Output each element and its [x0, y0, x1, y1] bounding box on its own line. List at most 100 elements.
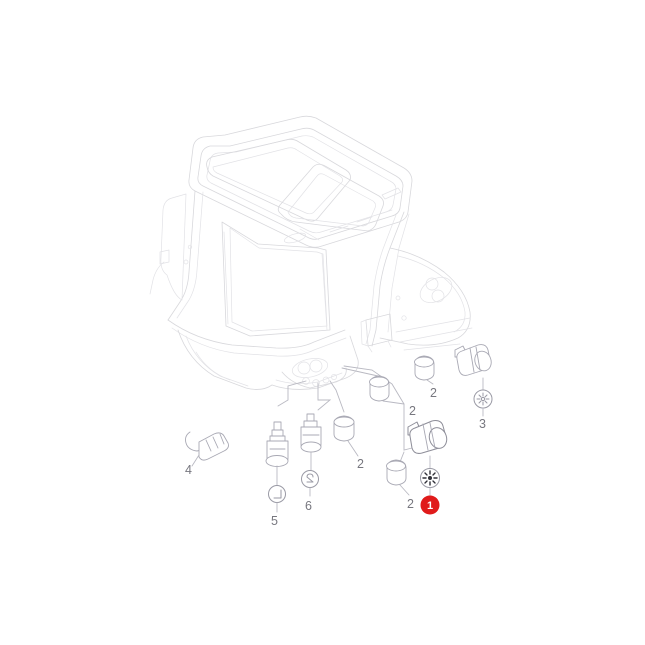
cab-right-pillar — [371, 211, 405, 347]
cab-rear-window-mullion-r — [321, 253, 328, 331]
symbol-marker-1-dot — [428, 476, 432, 480]
cab-frame-rail-c — [403, 343, 461, 351]
leader-to-pump-5 — [277, 380, 307, 407]
cab-lower-body — [167, 319, 346, 349]
symbol-marker-3-dot — [480, 396, 486, 402]
cab-frame-rail-a — [395, 317, 471, 333]
cab-rear-bracket-tab-b — [387, 340, 392, 348]
part-pump-5[interactable]: 5 — [265, 421, 289, 528]
symbol-marker-3 — [473, 389, 493, 409]
part-grommet-2c[interactable]: 2 — [333, 415, 364, 471]
roof-hatch-right-inner — [287, 173, 377, 227]
leader-lines — [277, 365, 413, 463]
part-grommet-2d[interactable]: 2 — [386, 459, 415, 511]
right-fender-lamp-a — [425, 277, 439, 291]
clip-loop — [185, 431, 207, 452]
callout-label-2b: 2 — [430, 386, 437, 400]
roof-edge-strip-b — [329, 225, 349, 233]
cab-right-fender-inner — [397, 255, 466, 333]
pump6-collar — [303, 420, 318, 428]
callout-label-6: 6 — [305, 499, 312, 513]
cab-hole-d — [331, 374, 337, 380]
cab-hole-b — [312, 379, 320, 387]
leader-to-grommet-2a — [341, 367, 379, 377]
leader-to-grommet-2c — [329, 380, 345, 413]
roof-light-lens — [284, 232, 306, 244]
leader-to-grommet-2d — [399, 451, 405, 463]
nozzle3-ring-b — [475, 346, 481, 371]
callout-label-3: 3 — [479, 417, 486, 431]
callout-label-4: 4 — [185, 463, 192, 477]
hood-lamp-inner-2 — [309, 359, 323, 373]
symbol-marker-6 — [301, 470, 319, 488]
cab-left-fender-lip — [195, 351, 231, 381]
part-clip-4[interactable]: 4 — [185, 431, 229, 477]
cab-rear-window-inner — [229, 227, 328, 332]
symbol-marker-5-glyph — [273, 489, 282, 499]
pump5-collar-b — [269, 435, 286, 442]
cab-rear-bracket-face — [360, 319, 369, 347]
cab-front-plate — [281, 367, 347, 389]
leader-2b — [426, 379, 434, 385]
symbol-marker-5 — [268, 485, 286, 503]
roof-hatch-right — [277, 163, 384, 232]
cab-rear-window — [221, 221, 331, 337]
cab-left-door-handle — [159, 249, 170, 265]
part-grommet-2b[interactable]: 2 — [414, 355, 438, 400]
cab-right-pillar-inner — [365, 214, 397, 345]
callout-label-5: 5 — [271, 514, 278, 528]
roof-edge-strip-a — [299, 228, 320, 241]
clip-rib-a — [205, 439, 212, 452]
cab-hood-inner — [275, 372, 343, 384]
cab-left-mirror-arm — [149, 261, 165, 295]
cab-roof-rim-inner — [197, 127, 404, 240]
cab-boss-a — [401, 315, 407, 321]
symbol-marker-3-rays — [476, 392, 490, 406]
clip-body — [198, 432, 229, 461]
part-pump-6[interactable]: 6 — [300, 413, 322, 513]
leader-2c — [347, 440, 359, 457]
part-washer-nozzle-3[interactable]: 3 — [454, 344, 494, 431]
pump6-base-cap — [300, 441, 322, 453]
cab-hole-c — [322, 376, 330, 384]
cab-rear-window-mullion-l — [223, 231, 229, 325]
clip-rib-c — [219, 433, 225, 445]
leader-4 — [191, 454, 200, 467]
grommet2d-top — [386, 460, 406, 472]
roof-edge-strip-d — [379, 209, 393, 215]
cab-lower-body-2 — [171, 327, 347, 357]
cab-hole-a — [302, 377, 310, 385]
part-grommet-2a[interactable]: 2 — [369, 375, 417, 418]
cab-frame-rail-b — [399, 327, 473, 343]
symbol-marker-1 — [420, 468, 440, 488]
roof-edge-strip-c — [356, 216, 373, 223]
leader-to-nozzle-1 — [343, 365, 413, 451]
pump5-base-cap — [265, 455, 289, 467]
callout-badge-1[interactable]: 1 — [420, 495, 440, 515]
cab-left-pillar-inner — [176, 191, 204, 319]
grommet2c-top — [333, 416, 355, 428]
cab-boss-d — [187, 244, 193, 250]
leader-2a — [382, 400, 405, 405]
roof-corner-vent — [381, 187, 402, 200]
symbol-marker-1-rays — [422, 470, 438, 486]
cab-right-fender — [379, 247, 471, 346]
part-washer-nozzle-1[interactable]: 1 — [407, 420, 449, 515]
callout-label-2a: 2 — [409, 404, 416, 418]
right-fender-lamp-outer — [419, 277, 453, 303]
cab-boss-b — [395, 295, 401, 301]
leader-2d — [399, 484, 410, 496]
grommet2b-top — [414, 356, 434, 368]
nozzle1-ring-b — [429, 422, 436, 449]
hood-lamp-inner-1 — [297, 361, 311, 375]
cab-roof-rim-inner-2 — [206, 135, 397, 234]
cab-left-fender-inner — [185, 335, 249, 387]
highlight-badge-circle — [420, 495, 440, 515]
cab-left-door-glass — [160, 193, 187, 301]
cab-rear-bracket-tab-a — [367, 345, 373, 353]
roof-hatch-left-inner — [212, 147, 344, 215]
cab-boss-c — [183, 259, 189, 265]
symbol-marker-6-glyph — [306, 473, 314, 483]
